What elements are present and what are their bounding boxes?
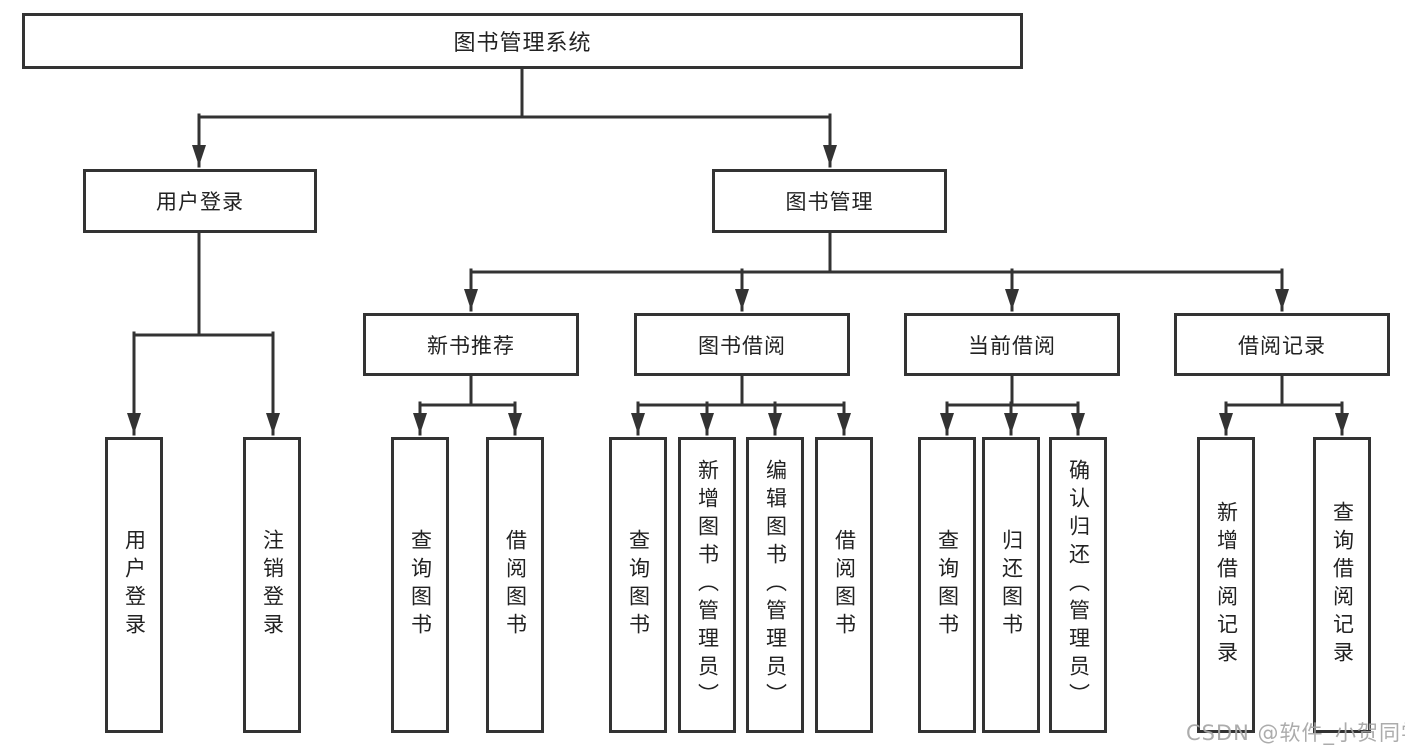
- leaf-logout-label: 注销登录: [260, 529, 285, 641]
- csdn-watermark: CSDN @软件_小贺同学: [1186, 721, 1405, 745]
- leaf-borrow-books: 借阅图书: [815, 437, 873, 733]
- node-user-login: 用户登录: [83, 169, 317, 233]
- leaf-edit-books-admin: 编辑图书（管理员）: [746, 437, 804, 733]
- leaf-query-books-recommend-label: 查询图书: [408, 529, 433, 641]
- node-borrow-records: 借阅记录: [1174, 313, 1390, 376]
- leaf-return-books: 归还图书: [982, 437, 1040, 733]
- leaf-borrow-books-recommend-label: 借阅图书: [503, 529, 528, 641]
- connector-user-login-branch: [127, 231, 280, 436]
- connector-book-management-branch: [464, 231, 1289, 312]
- leaf-query-books-borrow-label: 查询图书: [626, 529, 651, 641]
- leaf-return-books-label: 归还图书: [999, 529, 1024, 641]
- leaf-add-borrow-record: 新增借阅记录: [1197, 437, 1255, 733]
- leaf-add-borrow-record-label: 新增借阅记录: [1214, 501, 1239, 669]
- node-book-borrow: 图书借阅: [634, 313, 850, 376]
- leaf-query-borrow-record-label: 查询借阅记录: [1330, 501, 1355, 669]
- leaf-query-books-recommend: 查询图书: [391, 437, 449, 733]
- leaf-user-login: 用户登录: [105, 437, 163, 733]
- leaf-query-books-current: 查询图书: [918, 437, 976, 733]
- connector-borrow-records-branch: [1219, 374, 1349, 436]
- leaf-query-books-borrow: 查询图书: [609, 437, 667, 733]
- leaf-confirm-return-admin: 确认归还（管理员）: [1049, 437, 1107, 733]
- leaf-add-books-admin-label: 新增图书（管理员）: [695, 459, 720, 711]
- leaf-borrow-books-label: 借阅图书: [832, 529, 857, 641]
- connector-new-book-branch: [413, 374, 522, 436]
- connector-book-borrow-branch: [631, 374, 851, 436]
- leaf-query-books-current-label: 查询图书: [935, 529, 960, 641]
- node-book-management: 图书管理: [712, 169, 947, 233]
- leaf-borrow-books-recommend: 借阅图书: [486, 437, 544, 733]
- leaf-confirm-return-admin-label: 确认归还（管理员）: [1066, 459, 1091, 711]
- leaf-add-books-admin: 新增图书（管理员）: [678, 437, 736, 733]
- node-new-book-recommend: 新书推荐: [363, 313, 579, 376]
- leaf-logout: 注销登录: [243, 437, 301, 733]
- connector-root-branch: [192, 67, 837, 168]
- connector-current-borrow-branch: [940, 374, 1085, 436]
- leaf-query-borrow-record: 查询借阅记录: [1313, 437, 1371, 733]
- node-current-borrow: 当前借阅: [904, 313, 1120, 376]
- leaf-user-login-label: 用户登录: [122, 529, 147, 641]
- node-library-management-system: 图书管理系统: [22, 13, 1023, 69]
- leaf-edit-books-admin-label: 编辑图书（管理员）: [763, 459, 788, 711]
